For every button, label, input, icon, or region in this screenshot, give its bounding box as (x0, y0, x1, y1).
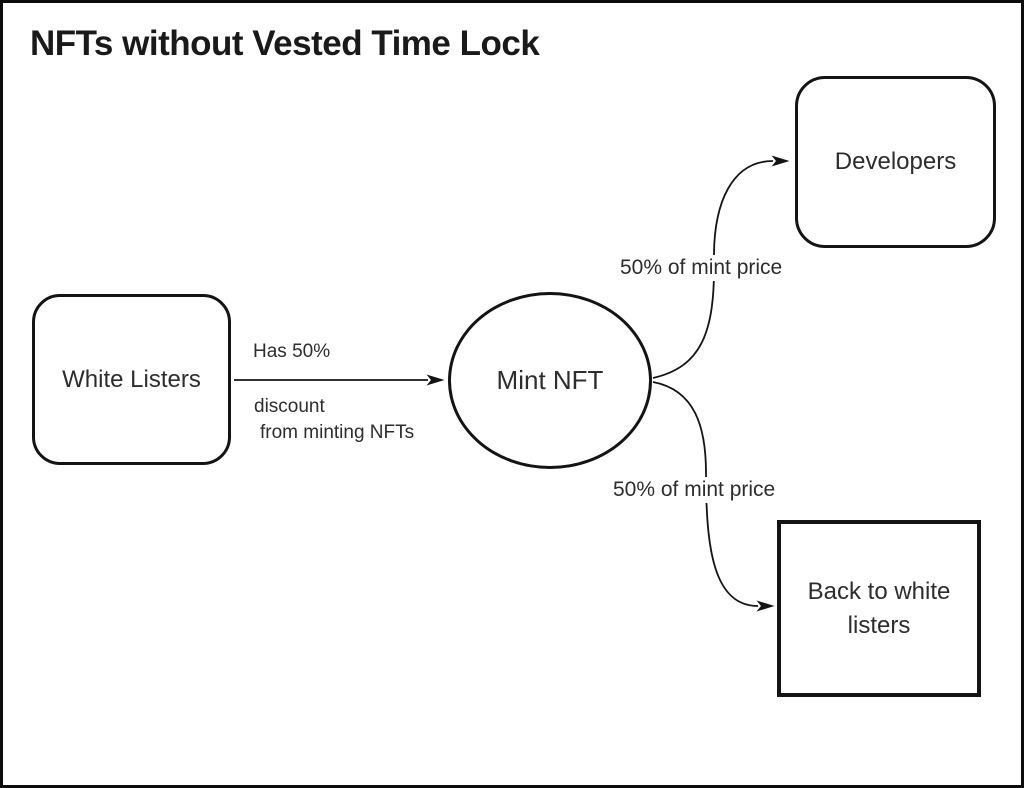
edge-label-mint-price-bottom: 50% of mint price (611, 477, 778, 503)
edge-label-from-minting-nfts: from minting NFTs (258, 421, 417, 445)
diagram-title: NFTs without Vested Time Lock (30, 24, 540, 63)
node-mint-nft-label: Mint NFT (496, 364, 604, 395)
node-back-to-white-listers-label: Back to white listers (807, 578, 951, 639)
node-white-listers-label: White Listers (62, 365, 201, 393)
edge-label-discount: discount (252, 395, 327, 419)
node-developers: Developers (795, 76, 996, 248)
edge-label-has-50: Has 50% (251, 340, 333, 364)
node-developers-label: Developers (834, 148, 957, 176)
node-mint-nft: Mint NFT (448, 292, 652, 469)
node-white-listers: White Listers (32, 294, 231, 465)
edge-label-mint-price-top: 50% of mint price (618, 255, 785, 281)
node-back-to-white-listers: Back to white listers (777, 520, 981, 697)
